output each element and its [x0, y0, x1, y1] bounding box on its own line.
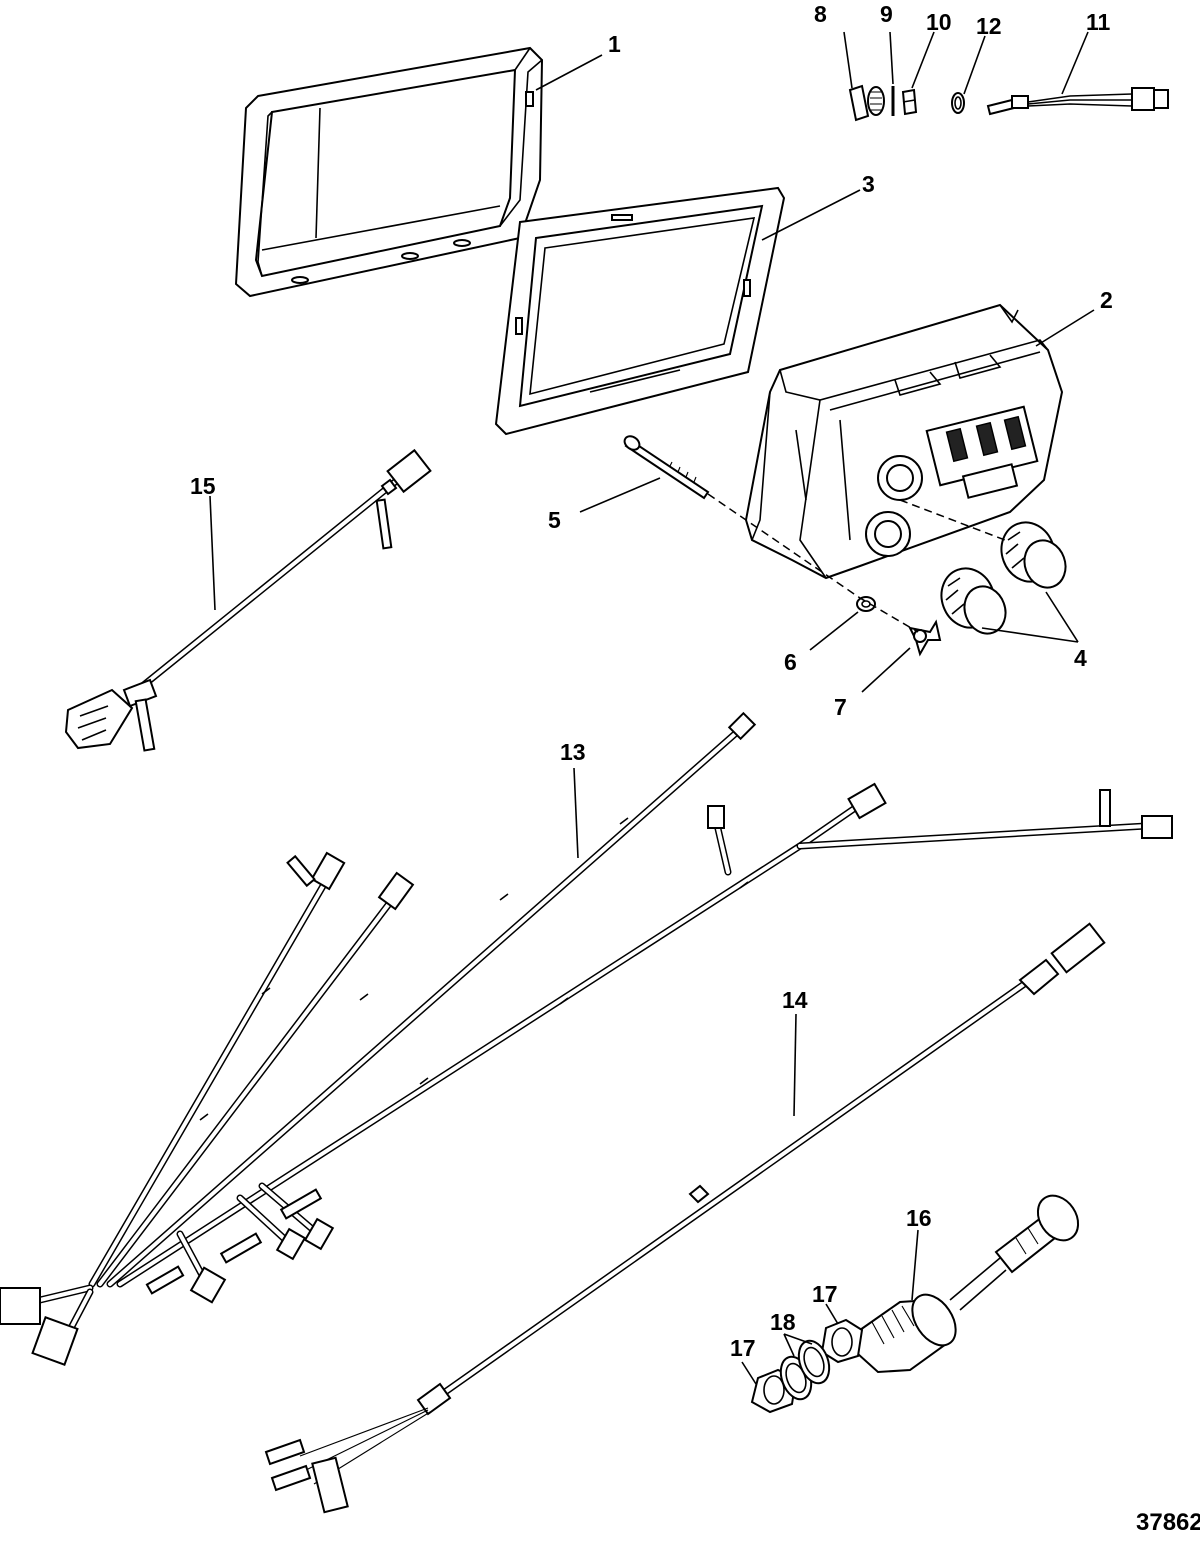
callout-16: 16 [906, 1205, 932, 1231]
part-16-bulkhead-connector [856, 1194, 1080, 1374]
callout-14: 14 [782, 987, 808, 1013]
part-2-display-module [744, 303, 1064, 580]
callout-5: 5 [548, 507, 561, 533]
part-7-wing-nut [908, 619, 942, 657]
part-6-washer [856, 596, 876, 612]
callout-15: 15 [190, 473, 216, 499]
callout-6: 6 [784, 649, 797, 675]
figure-number: 37862 [1136, 1509, 1200, 1536]
callout-labels: 1 2 3 4 5 6 7 8 9 10 11 12 13 14 15 16 1… [190, 1, 1113, 1361]
callout-2: 2 [1100, 287, 1113, 313]
assembly-centerline [707, 493, 919, 633]
callout-18: 18 [770, 1309, 796, 1335]
callout-9: 9 [880, 1, 893, 27]
leader-lines [209, 31, 1095, 1385]
callout-17-left: 17 [730, 1335, 756, 1361]
callout-11: 11 [1086, 9, 1111, 35]
part-1-bezel [234, 46, 544, 298]
part-14-harness [264, 922, 1106, 1514]
part-13-main-harness [0, 711, 1173, 1366]
part-11-sensor-harness [986, 87, 1169, 116]
callout-10: 10 [926, 9, 952, 35]
assembly-centerline-2 [899, 499, 1006, 541]
part-12-o-ring [951, 92, 965, 114]
callout-7: 7 [834, 694, 847, 720]
part-5-bolt [623, 435, 710, 500]
callout-1: 1 [608, 31, 621, 57]
part-4-caps [940, 521, 1067, 635]
part-8-grommet [848, 84, 885, 122]
part-10-nut [901, 88, 918, 116]
part-3-gasket [494, 186, 786, 436]
callout-3: 3 [862, 171, 875, 197]
callout-17-right: 17 [812, 1281, 838, 1307]
callout-8: 8 [814, 1, 827, 27]
callout-12: 12 [976, 13, 1002, 39]
callout-4: 4 [1074, 645, 1087, 671]
callout-13: 13 [560, 739, 586, 765]
part-15-harness [64, 448, 432, 752]
